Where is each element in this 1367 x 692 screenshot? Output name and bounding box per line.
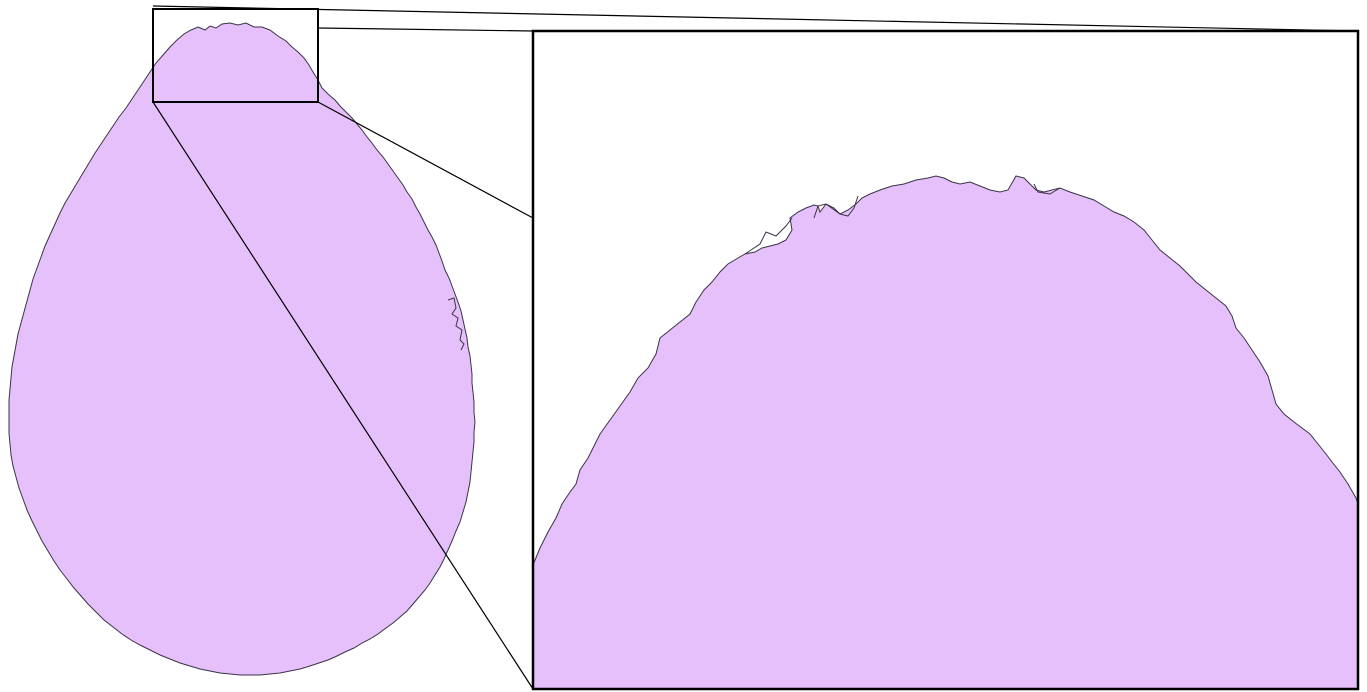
zoom-panel-content — [533, 175, 1358, 689]
zoom-region-notch-right — [1033, 183, 1061, 195]
overview-region-notch — [447, 297, 465, 351]
zoom-region-shape — [533, 175, 1358, 689]
connector-line-top-left — [152, 5, 1359, 32]
connector-line-top-right — [317, 27, 534, 32]
overview-region-shape — [8, 22, 476, 676]
connector-line-mid — [317, 101, 534, 219]
connector-line-bottom-left — [152, 101, 534, 690]
zoom-source-box — [152, 8, 319, 103]
zoom-panel-frame — [531, 29, 1360, 691]
zoom-region-notch-center — [813, 195, 859, 219]
zoom-region-notch-left — [744, 217, 793, 255]
